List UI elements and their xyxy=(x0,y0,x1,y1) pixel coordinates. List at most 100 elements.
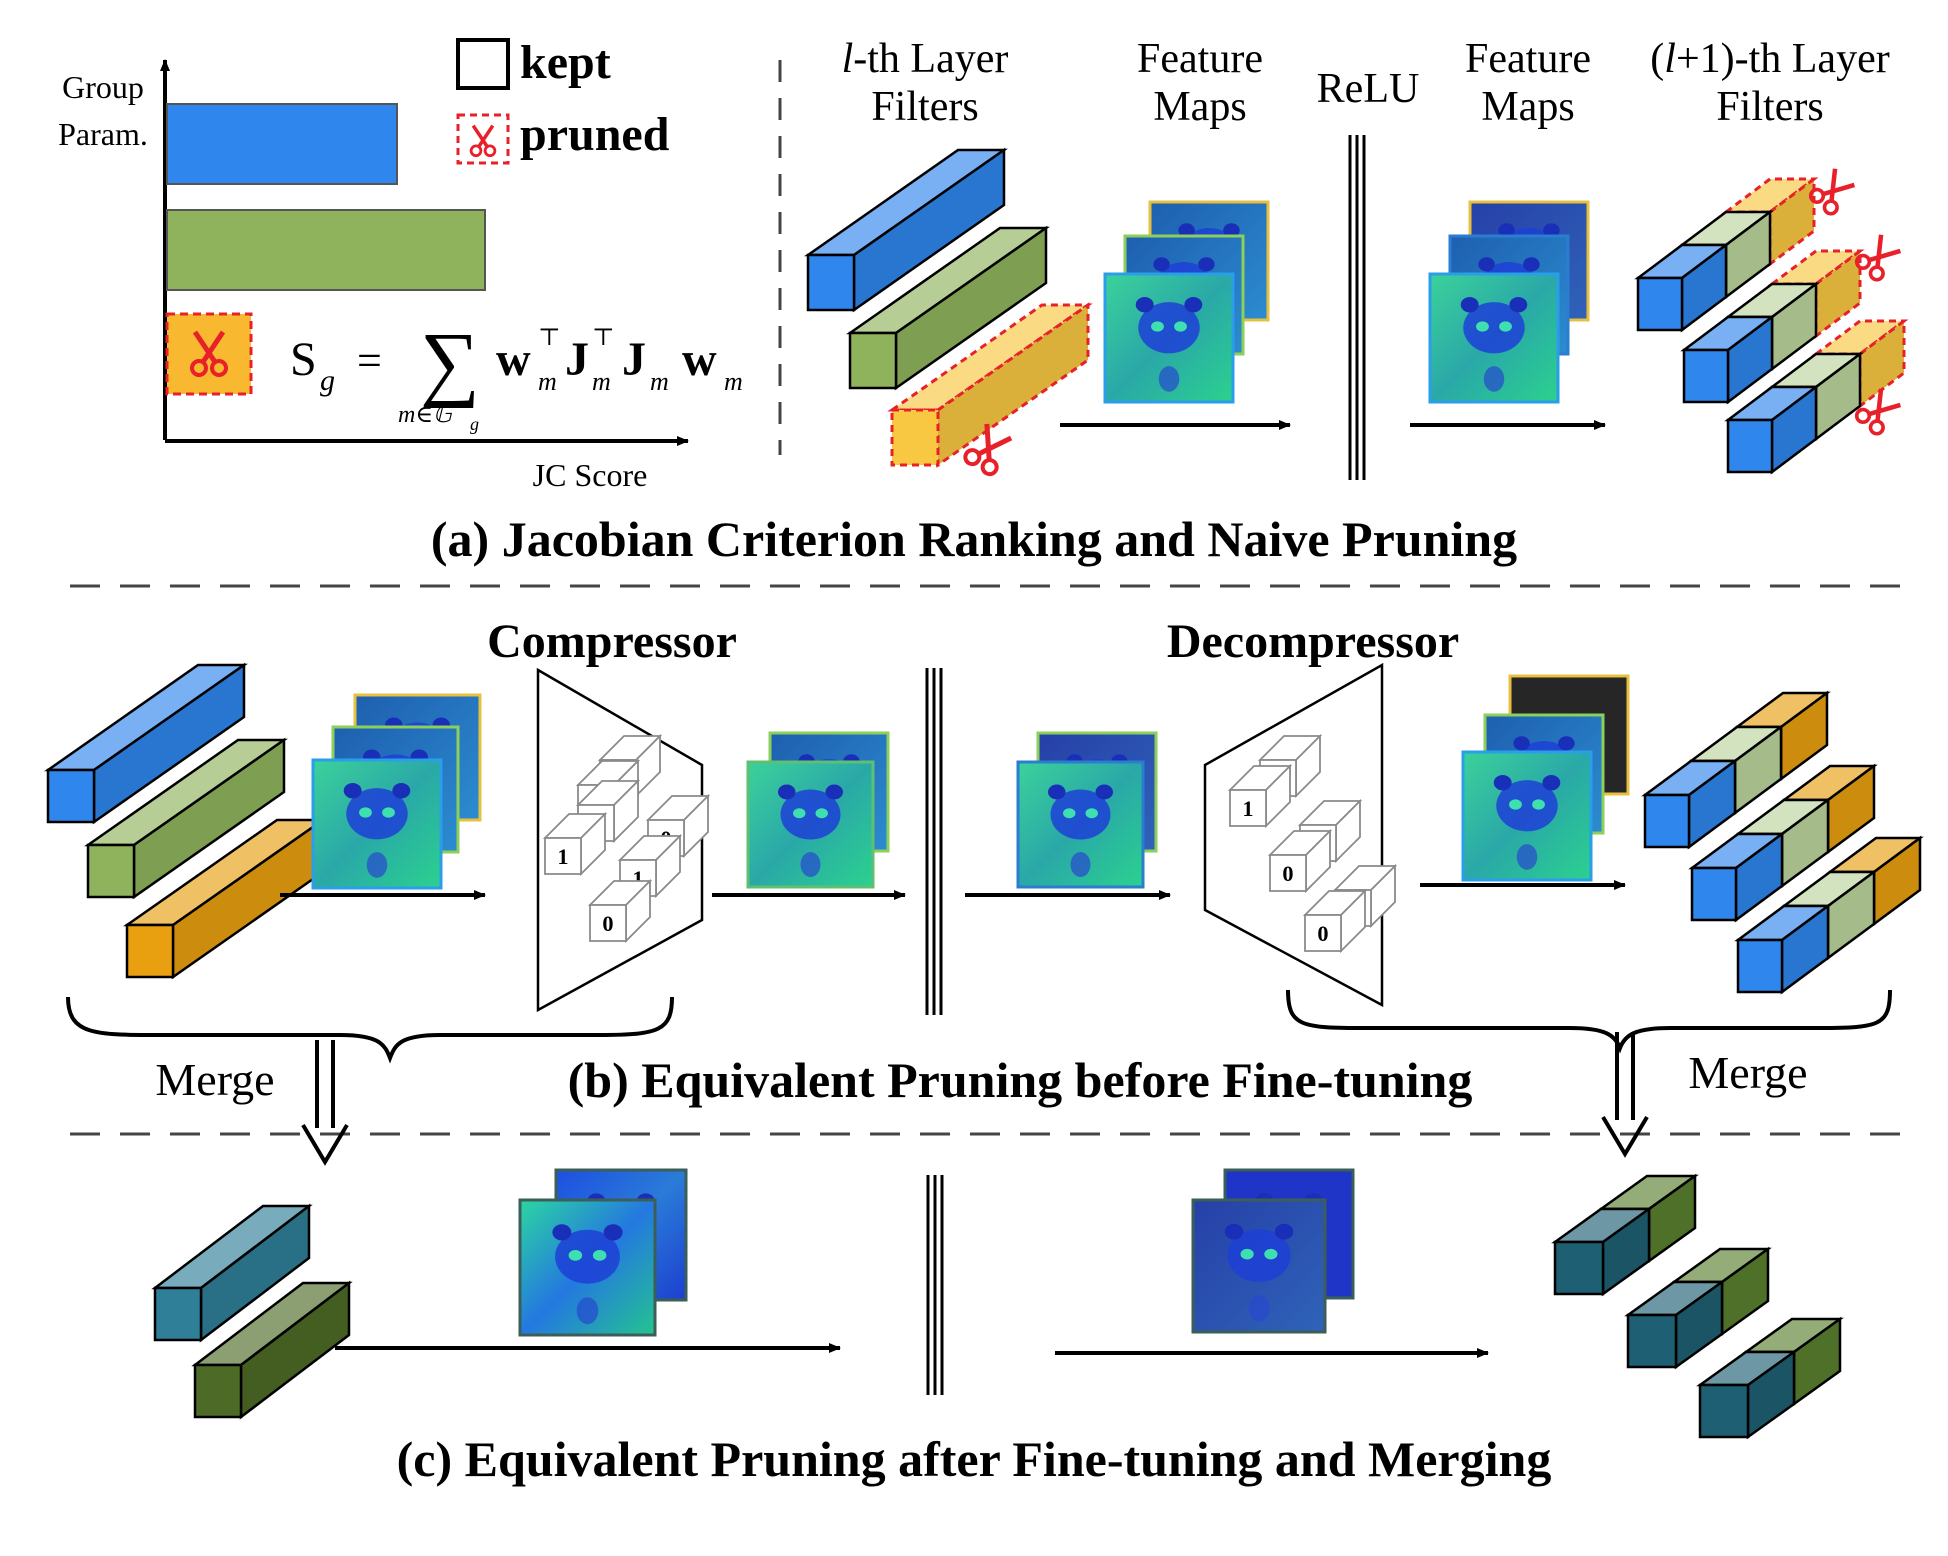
filter-pruned-scissors-icon xyxy=(963,423,1013,477)
merge-left-label: Merge xyxy=(155,1054,274,1105)
c-right-filters xyxy=(1551,1173,1844,1440)
comp-cube-3: 1 xyxy=(542,811,608,877)
comp-cube-3-label: 1 xyxy=(557,844,568,869)
svg-text:m: m xyxy=(592,367,611,396)
l1-layer-filters xyxy=(1634,168,1909,475)
x-axis-label: JC Score xyxy=(533,457,648,493)
c-filter-teal xyxy=(151,1203,313,1343)
fmap-b3-map-1 xyxy=(1016,760,1145,889)
fmap-b4 xyxy=(1461,674,1630,882)
fmap-c1 xyxy=(518,1168,688,1337)
merge-arrow-right xyxy=(1601,1032,1649,1158)
scissors-icon xyxy=(190,330,228,377)
feature-maps-1 xyxy=(1103,200,1270,404)
c-separator xyxy=(926,1175,944,1395)
b-next-filter-2-seg-0 xyxy=(1688,831,1786,923)
svg-text:=: = xyxy=(357,336,382,385)
fmap-c2 xyxy=(1191,1168,1355,1334)
svg-text:⊤: ⊤ xyxy=(538,325,561,351)
fmap-b2-map-1 xyxy=(746,760,875,889)
caption-c: (c) Equivalent Pruning after Fine-tuning… xyxy=(397,1431,1552,1487)
c-next-filter-3-seg-0 xyxy=(1696,1349,1798,1440)
b-next-filter-1-seg-0 xyxy=(1641,758,1739,850)
next-filter-2-seg-0 xyxy=(1680,314,1776,405)
comp-cube-6: 0 xyxy=(587,878,653,944)
merge-right-label: Merge xyxy=(1688,1047,1807,1098)
comp-cube-5-label: 1 xyxy=(632,866,643,891)
fmap-a1-map-2 xyxy=(1103,272,1235,404)
next-filter-3 xyxy=(1724,318,1909,475)
header-l1-layer-filters-line2: Filters xyxy=(1716,84,1823,130)
caption-b: (b) Equivalent Pruning before Fine-tunin… xyxy=(568,1052,1473,1108)
b-filter-blue xyxy=(44,662,248,825)
b-filter-green xyxy=(84,737,288,900)
relu-separator xyxy=(1348,135,1366,480)
c-feature-maps-1 xyxy=(518,1168,688,1337)
svg-text:m: m xyxy=(538,367,557,396)
compressor-label: Compressor xyxy=(487,615,737,668)
svg-text:g: g xyxy=(470,414,479,434)
panel-a: Group Param. JC Score kept pruned S g = xyxy=(58,36,1909,567)
fmap-b4-map-2 xyxy=(1461,750,1593,882)
panel-b: Compressor Decompressor 001010 011000 xyxy=(44,615,1924,1166)
svg-text:m: m xyxy=(650,367,669,396)
merge-arrow-left xyxy=(301,1040,349,1166)
legend-kept-label: kept xyxy=(520,36,611,89)
b-next-filter-2 xyxy=(1688,763,1878,923)
bar-green-group xyxy=(166,209,486,291)
b-right-filters xyxy=(1641,690,1924,995)
y-axis-label-line2: Param. xyxy=(58,116,148,152)
jacobian-formula: S g = ∑ m∈𝔾 g w ⊤ m J ⊤ m J m w m xyxy=(290,316,743,434)
svg-text:∑: ∑ xyxy=(420,316,480,409)
caption-a: (a) Jacobian Criterion Ranking and Naive… xyxy=(431,511,1517,567)
c-next-filter-2 xyxy=(1624,1246,1772,1370)
next-scissors-2-icon xyxy=(1854,234,1902,282)
legend-kept-box xyxy=(456,38,510,90)
decomp-cube-5: 0 xyxy=(1302,888,1368,954)
decomp-cube-3: 0 xyxy=(1267,828,1333,894)
l-layer-filters xyxy=(804,147,1093,477)
left-brace xyxy=(66,996,674,1064)
decomp-cube-3-label: 0 xyxy=(1282,861,1293,886)
next-scissors-1-icon xyxy=(1808,168,1856,216)
fmap-a1 xyxy=(1103,200,1270,404)
b-feature-maps-4 xyxy=(1461,674,1630,882)
svg-text:m∈𝔾: m∈𝔾 xyxy=(398,402,454,428)
fmap-b2 xyxy=(746,731,890,889)
c-next-filter-3 xyxy=(1696,1316,1844,1440)
next-filter-1 xyxy=(1634,176,1819,333)
svg-text:w: w xyxy=(682,333,717,386)
fmap-b1-map-2 xyxy=(311,758,443,890)
compressor-trapezoid xyxy=(536,667,704,1013)
c-left-filters xyxy=(151,1203,353,1420)
b-feature-maps-1 xyxy=(311,693,482,890)
decomp-cube-1: 1 xyxy=(1227,763,1293,829)
header-l-layer-filters: l-th Layer xyxy=(842,36,1009,82)
decompressor-matrix: 011000 xyxy=(1227,733,1398,954)
svg-text:m: m xyxy=(724,367,743,396)
next-filter-1-seg-0 xyxy=(1634,242,1730,333)
b-next-filter-3-seg-0 xyxy=(1734,903,1832,995)
svg-text:J: J xyxy=(565,333,589,386)
next-filter-3-seg-0 xyxy=(1724,384,1820,475)
b-next-filter-1 xyxy=(1641,690,1831,850)
fmap-c2-map-1 xyxy=(1191,1198,1327,1334)
header-feature-maps-2-line2: Maps xyxy=(1481,84,1574,130)
c-next-filter-1-seg-0 xyxy=(1551,1206,1653,1297)
compressor-matrix: 001010 xyxy=(542,733,711,944)
header-relu: ReLU xyxy=(1317,66,1420,112)
decompressor-label: Decompressor xyxy=(1167,615,1459,668)
b-filter-yellow xyxy=(123,817,327,980)
b-separator xyxy=(925,668,943,1015)
fmap-a2 xyxy=(1428,200,1590,404)
right-brace xyxy=(1286,989,1892,1054)
b-left-filters xyxy=(44,662,327,980)
b-feature-maps-2 xyxy=(746,731,890,889)
svg-text:⊤: ⊤ xyxy=(592,325,615,351)
legend-scissors-icon xyxy=(469,124,497,158)
b-feature-maps-3 xyxy=(1016,731,1158,889)
svg-text:S: S xyxy=(290,333,317,386)
comp-cube-6-label: 0 xyxy=(602,911,613,936)
fmap-b3 xyxy=(1016,731,1158,889)
